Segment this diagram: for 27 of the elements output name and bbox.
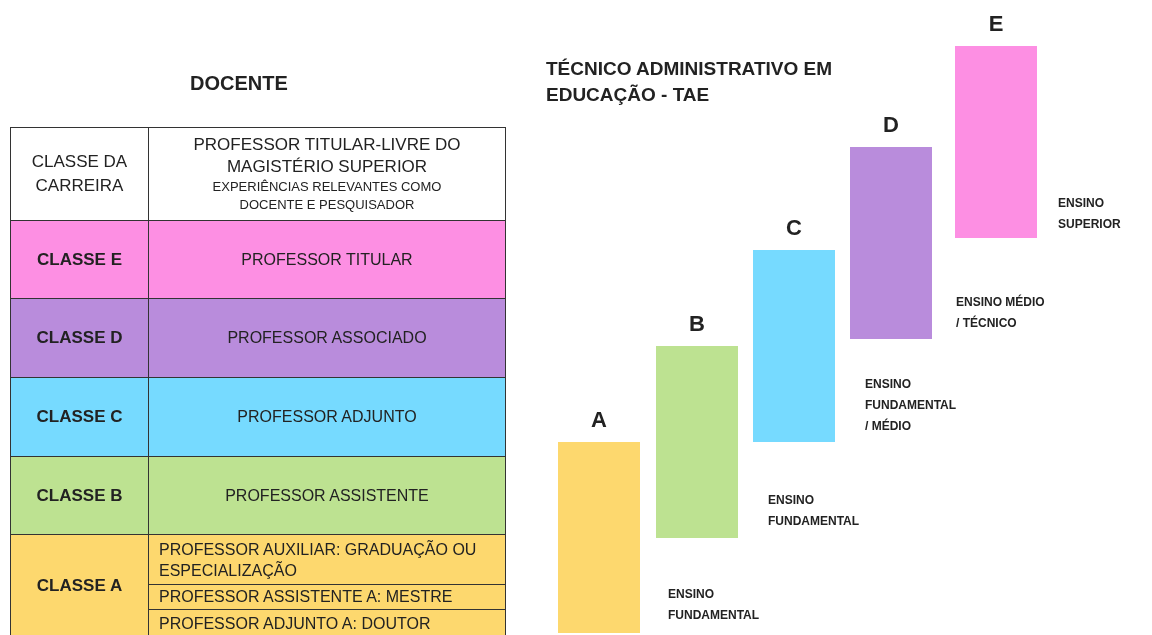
level-letter: E xyxy=(988,10,1004,38)
education-level-text: ENSINO FUNDAMENTAL xyxy=(668,586,758,624)
table-cell-text: PROFESSOR ADJUNTO xyxy=(237,407,417,427)
level-letter: A xyxy=(591,406,607,434)
table-cell-text: CLASSE C xyxy=(36,406,123,429)
table-cell-text: PROFESSOR ASSOCIADO xyxy=(227,328,427,348)
table-cell-text: CLASSE D xyxy=(36,327,123,350)
education-level-text: ENSINO SUPERIOR xyxy=(1058,195,1122,233)
education-level-text: ENSINO FUNDAMENTAL / MÉDIO xyxy=(865,376,955,435)
table-cell-text: PROFESSOR ADJUNTO A: DOUTOR xyxy=(159,614,431,634)
education-level-text: ENSINO MÉDIO / TÉCNICO xyxy=(956,293,1046,332)
table-cell-text: CLASSE DA CARREIRA xyxy=(30,151,129,197)
table-cell-text: EXPERIÊNCIAS RELEVANTES COMO DOCENTE E PESQUISADOR xyxy=(211,178,443,214)
section-heading: TÉCNICO ADMINISTRATIVO EM EDUCAÇÃO - TAE xyxy=(546,57,834,107)
table-cell-text: PROFESSOR ASSISTENTE A: MESTRE xyxy=(159,587,453,607)
table-cell-text: PROFESSOR TITULAR xyxy=(241,249,413,270)
table-cell-text: CLASSE B xyxy=(36,484,123,507)
table-cell-text: PROFESSOR AUXILIAR: GRADUAÇÃO OU ESPECIALIZAÇÃO xyxy=(159,539,478,581)
table-cell-text: PROFESSOR TITULAR-LIVRE DO MAGISTÉRIO SUPERIOR xyxy=(192,134,462,178)
level-letter: B xyxy=(689,310,705,338)
education-level-text: ENSINO FUNDAMENTAL xyxy=(768,492,858,530)
section-heading: DOCENTE xyxy=(190,71,288,96)
level-letter: C xyxy=(786,214,802,242)
table-cell-text: CLASSE E xyxy=(37,248,122,271)
table-cell-text: PROFESSOR ASSISTENTE xyxy=(225,485,429,506)
level-letter: D xyxy=(883,111,899,139)
table-cell-text: CLASSE A xyxy=(36,574,123,597)
